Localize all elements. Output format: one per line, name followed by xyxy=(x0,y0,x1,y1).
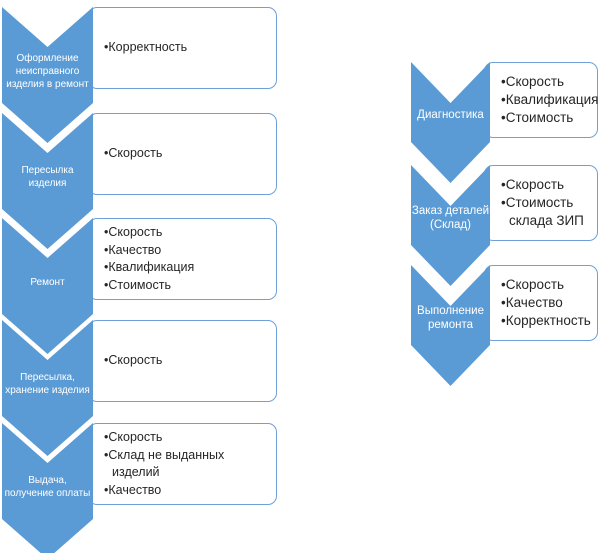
criteria-item: Скорость xyxy=(104,145,270,163)
chevron-down-shape xyxy=(2,320,93,456)
chevron-down-shape xyxy=(2,7,93,143)
chevron-down-shape xyxy=(2,218,93,354)
criteria-item: Скорость xyxy=(501,176,592,194)
criteria-list: Скорость Качество Квалификация Стоимость xyxy=(89,224,276,294)
step-label: Ремонт xyxy=(30,276,65,288)
criteria-list: Скорость Склад не выданных изделий Качес… xyxy=(89,429,276,499)
criteria-list: Скорость Стоимость склада ЗИП xyxy=(485,176,597,230)
chevron-down-shape xyxy=(2,423,93,553)
step-label: Выдача, получение оплаты xyxy=(4,475,91,499)
criteria-box: Скорость Качество Корректность xyxy=(484,265,598,341)
step-label: Оформление неисправного изделия в ремонт xyxy=(6,52,89,90)
step-label: Заказ деталей (Склад) xyxy=(411,205,490,231)
criteria-list: Скорость Квалификация Стоимость xyxy=(485,73,599,127)
criteria-list: Скорость xyxy=(89,352,276,370)
criteria-item: Квалификация xyxy=(501,91,599,109)
chevron-down-shape xyxy=(411,265,490,386)
step-label: Пересылка, хранение изделия xyxy=(5,372,90,396)
criteria-item: Стоимость xyxy=(104,277,270,295)
chevron-down-shape xyxy=(411,62,490,183)
chevron-down-shape xyxy=(2,113,93,249)
criteria-item: Корректность xyxy=(104,39,270,57)
criteria-item: Скорость xyxy=(104,429,270,447)
criteria-item: Корректность xyxy=(501,312,592,330)
criteria-box: Скорость Квалификация Стоимость xyxy=(484,62,599,138)
criteria-item: Качество xyxy=(501,294,592,312)
criteria-box: Скорость Стоимость склада ЗИП xyxy=(484,165,598,241)
criteria-item: Склад не выданных изделий xyxy=(104,447,270,482)
criteria-box: Скорость xyxy=(88,113,277,195)
criteria-item: Скорость xyxy=(501,73,592,91)
chevron-down-shape xyxy=(411,165,490,286)
criteria-list: Скорость xyxy=(89,145,276,163)
criteria-box: Скорость xyxy=(88,320,277,402)
step-label: Пересылка изделия xyxy=(21,165,74,189)
criteria-box: Корректность xyxy=(88,7,277,89)
criteria-list: Корректность xyxy=(89,39,276,57)
criteria-item: Скорость xyxy=(104,224,270,242)
criteria-box: Скорость Склад не выданных изделий Качес… xyxy=(88,423,277,505)
step-label: Выполнение ремонта xyxy=(417,305,484,331)
criteria-item: Скорость xyxy=(501,276,592,294)
criteria-item: Качество xyxy=(104,482,270,500)
criteria-item: Стоимость склада ЗИП xyxy=(501,194,592,230)
criteria-item: Стоимость xyxy=(501,109,592,127)
criteria-list: Скорость Качество Корректность xyxy=(485,276,597,330)
criteria-item: Качество xyxy=(104,242,270,260)
criteria-item: Скорость xyxy=(104,352,270,370)
step-label: Диагностика xyxy=(417,109,484,121)
criteria-box: Скорость Качество Квалификация Стоимость xyxy=(88,218,277,300)
criteria-item: Квалификация xyxy=(104,259,270,277)
